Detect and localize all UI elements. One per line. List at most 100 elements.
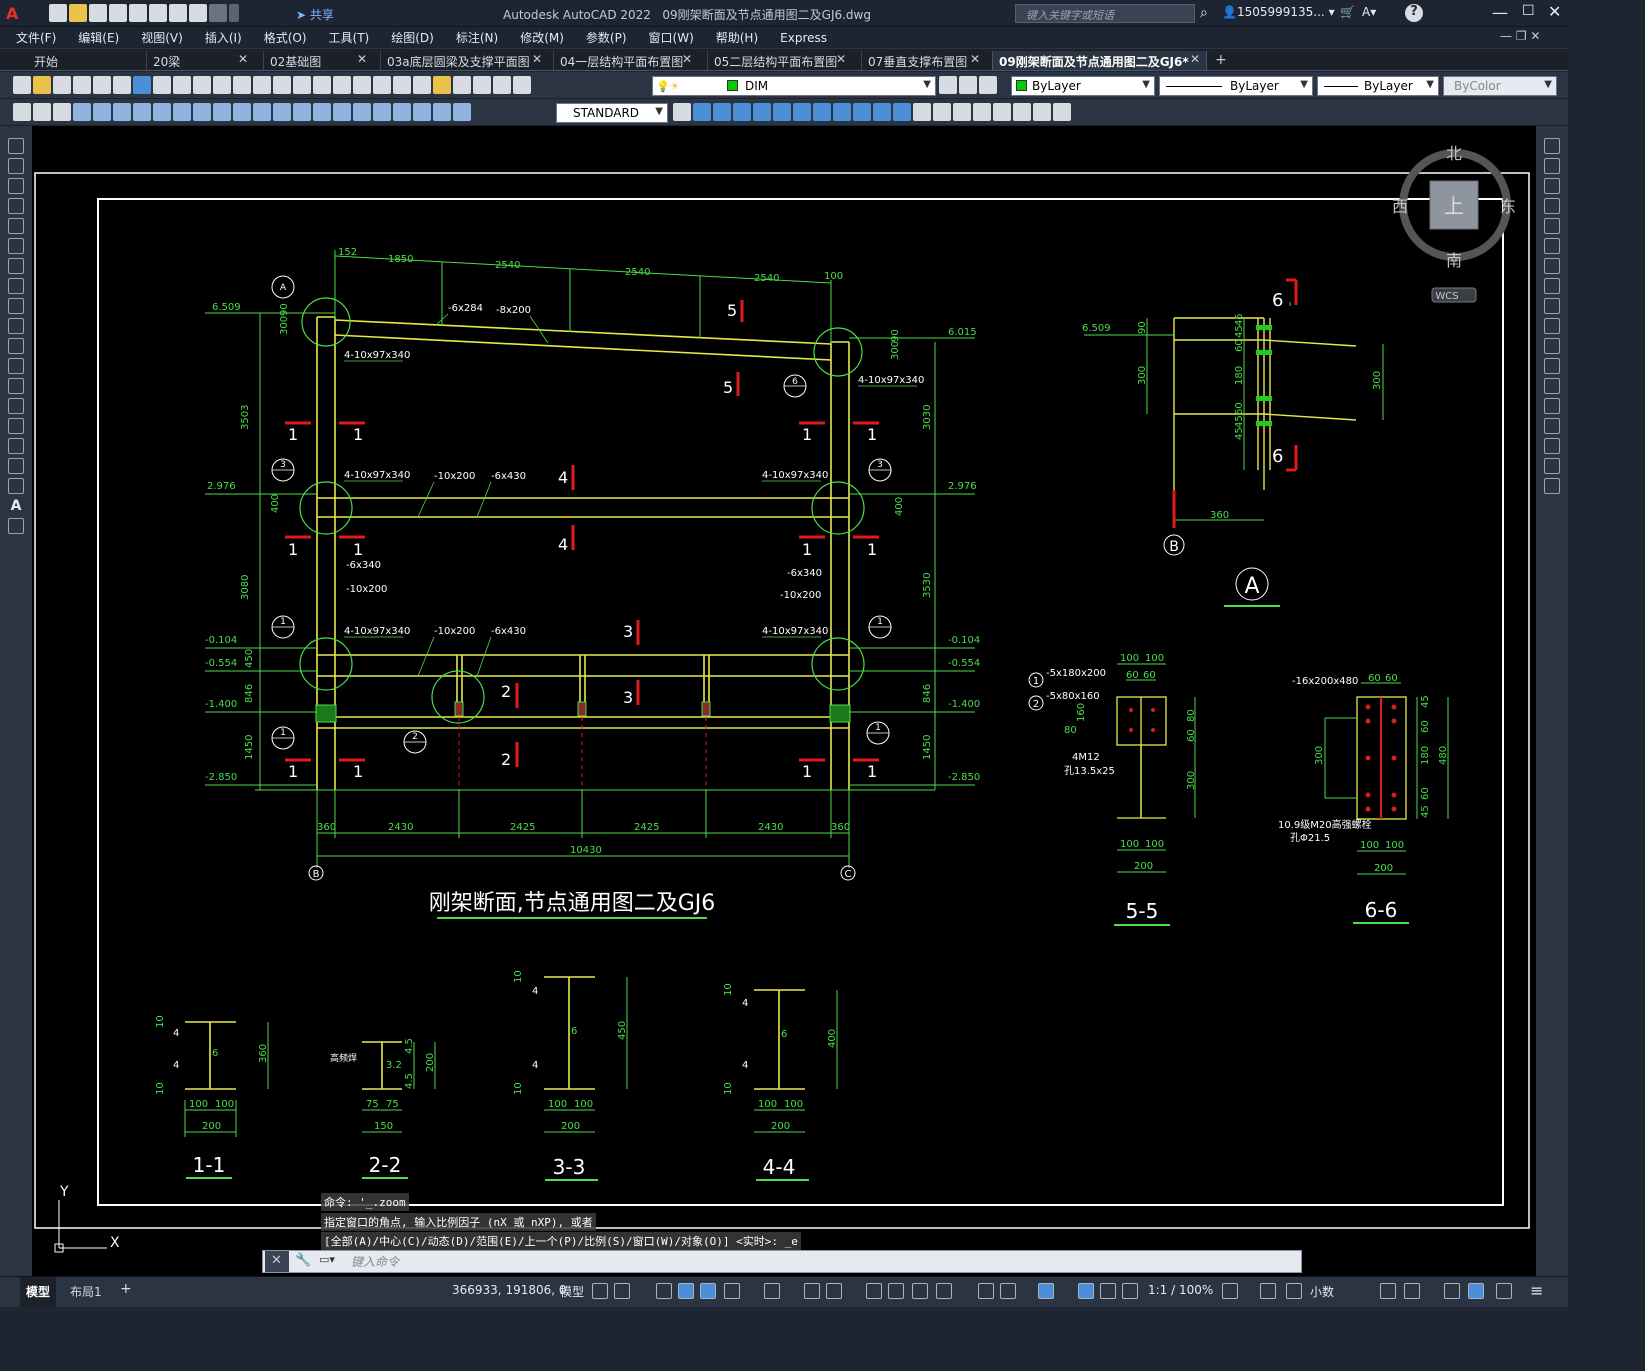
region-icon[interactable] <box>8 458 24 474</box>
auto-scale-icon[interactable] <box>1100 1283 1116 1299</box>
radius-dim-icon[interactable] <box>153 103 171 121</box>
dynamic-ucs-icon[interactable] <box>978 1283 994 1299</box>
extend-icon[interactable] <box>1544 338 1560 354</box>
qnew-icon[interactable] <box>13 76 31 94</box>
help-icon[interactable] <box>493 76 511 94</box>
drawing-canvas[interactable]: 上 北 南 东 西 WCS <box>32 126 1536 1276</box>
help-icon[interactable]: ? <box>1405 4 1423 22</box>
share-button[interactable]: ➤ 共享 <box>296 8 334 22</box>
linear-dim-icon[interactable] <box>73 103 91 121</box>
save-web-icon[interactable] <box>149 4 167 22</box>
snap-icon[interactable] <box>614 1283 630 1299</box>
undo-icon[interactable] <box>253 76 271 94</box>
plot-icon[interactable] <box>73 76 91 94</box>
layer-properties-icon[interactable] <box>513 76 531 94</box>
copy-icon[interactable] <box>173 76 191 94</box>
match-prop-icon[interactable] <box>213 76 231 94</box>
stretch-icon[interactable] <box>1544 298 1560 314</box>
make-current-icon[interactable] <box>939 76 957 94</box>
modify-icon[interactable] <box>853 103 871 121</box>
tab-close-icon[interactable]: ✕ <box>969 52 980 66</box>
insert-block-icon[interactable] <box>8 358 24 374</box>
dim-update-icon[interactable] <box>453 103 471 121</box>
dimstyle-icon[interactable] <box>673 103 691 121</box>
color-combo[interactable]: ByLayer▼ <box>1011 76 1155 96</box>
markup-icon[interactable] <box>453 76 471 94</box>
modify-icon[interactable] <box>693 103 711 121</box>
plotstyle-combo[interactable]: ByColor▼ <box>1443 76 1557 96</box>
modify-icon[interactable] <box>873 103 891 121</box>
offset-icon[interactable] <box>1544 198 1560 214</box>
tab-close-icon[interactable]: ✕ <box>835 52 846 66</box>
isolate-objects-icon[interactable] <box>1444 1283 1460 1299</box>
construction-line-icon[interactable] <box>8 158 24 174</box>
blend-icon[interactable] <box>1544 458 1560 474</box>
search-icon[interactable]: ⌕ <box>1200 5 1208 21</box>
ortho-icon[interactable] <box>700 1283 716 1299</box>
zoom-realtime-icon[interactable] <box>313 76 331 94</box>
arc-icon[interactable] <box>8 238 24 254</box>
copy-object-icon[interactable] <box>1544 158 1560 174</box>
gizmo-icon[interactable] <box>1038 1283 1054 1299</box>
minimize-icon[interactable]: — <box>1492 3 1508 22</box>
dim-space-icon[interactable] <box>293 103 311 121</box>
viewcube-east[interactable]: 东 <box>1500 197 1516 216</box>
tool-icon[interactable] <box>33 103 51 121</box>
add-selected-icon[interactable] <box>8 518 24 534</box>
explode-icon[interactable] <box>1544 478 1560 494</box>
doc-window-controls[interactable]: — ❐ ✕ <box>1500 29 1541 43</box>
arc-length-icon[interactable] <box>113 103 131 121</box>
drawing-svg[interactable]: 上 北 南 东 西 WCS <box>32 126 1536 1276</box>
trim-icon[interactable] <box>1544 318 1560 334</box>
layer-state-icon[interactable] <box>979 76 997 94</box>
quickcalc-icon[interactable] <box>473 76 491 94</box>
close-icon[interactable]: ✕ <box>271 1253 282 1268</box>
annotation-scale-value[interactable]: 1:1 / 100% <box>1148 1283 1214 1297</box>
autocad-logo-icon[interactable]: A <box>6 4 19 23</box>
line-icon[interactable] <box>8 138 24 154</box>
design-center-icon[interactable] <box>393 76 411 94</box>
infer-constraints-icon[interactable] <box>656 1283 672 1299</box>
modify-icon[interactable] <box>1013 103 1031 121</box>
break-icon[interactable] <box>1544 378 1560 394</box>
make-block-icon[interactable] <box>8 378 24 394</box>
tolerance-icon[interactable] <box>333 103 351 121</box>
add-layout-icon[interactable]: + <box>120 1281 132 1297</box>
units-value[interactable]: 小数 <box>1310 1285 1335 1299</box>
coordinates-readout[interactable]: 366933, 191806, 0 <box>452 1283 567 1297</box>
clean-screen-icon[interactable] <box>1496 1283 1512 1299</box>
modify-icon[interactable] <box>913 103 931 121</box>
linetype-combo[interactable]: ByLayer▼ <box>1159 76 1313 96</box>
scale-icon[interactable] <box>1544 278 1560 294</box>
command-input[interactable]: 键入命令 <box>351 1255 400 1269</box>
tab-ground-plan[interactable]: 03a底层圆梁及支撑平面图✕ <box>380 51 548 70</box>
selection-filter-icon[interactable] <box>1000 1283 1016 1299</box>
tab-vertical-brace[interactable]: 07垂直支撑布置图✕ <box>861 51 986 70</box>
block-editor-icon[interactable] <box>233 76 251 94</box>
menu-format[interactable]: 格式(O) <box>263 31 307 45</box>
tab-floor2-plan[interactable]: 05二层结构平面布置图✕ <box>707 51 852 70</box>
modify-icon[interactable] <box>893 103 911 121</box>
modify-icon[interactable] <box>713 103 731 121</box>
viewcube-north[interactable]: 北 <box>1446 144 1462 163</box>
annotation-visibility-icon[interactable] <box>1078 1283 1094 1299</box>
menu-draw[interactable]: 绘图(D) <box>391 31 434 45</box>
grid-icon[interactable] <box>592 1283 608 1299</box>
tab-close-icon[interactable]: ✕ <box>237 52 248 66</box>
tab-beam[interactable]: 20梁✕ <box>146 51 254 70</box>
menu-view[interactable]: 视图(V) <box>141 31 183 45</box>
dynamic-input-icon[interactable] <box>678 1283 694 1299</box>
circle-icon[interactable] <box>8 258 24 274</box>
dimstyle-combo[interactable]: STANDARD▼ <box>556 103 668 123</box>
break-point-icon[interactable] <box>1544 358 1560 374</box>
menu-modify[interactable]: 修改(M) <box>520 31 564 45</box>
chamfer-icon[interactable] <box>1544 418 1560 434</box>
modify-icon[interactable] <box>1053 103 1071 121</box>
modify-icon[interactable] <box>993 103 1011 121</box>
polyline-icon[interactable] <box>8 178 24 194</box>
pan-icon[interactable] <box>293 76 311 94</box>
modify-icon[interactable] <box>813 103 831 121</box>
customization-menu-icon[interactable]: ≡ <box>1530 1281 1544 1300</box>
lock-ui-icon[interactable] <box>1404 1283 1420 1299</box>
tab-close-icon[interactable]: ✕ <box>531 52 542 66</box>
